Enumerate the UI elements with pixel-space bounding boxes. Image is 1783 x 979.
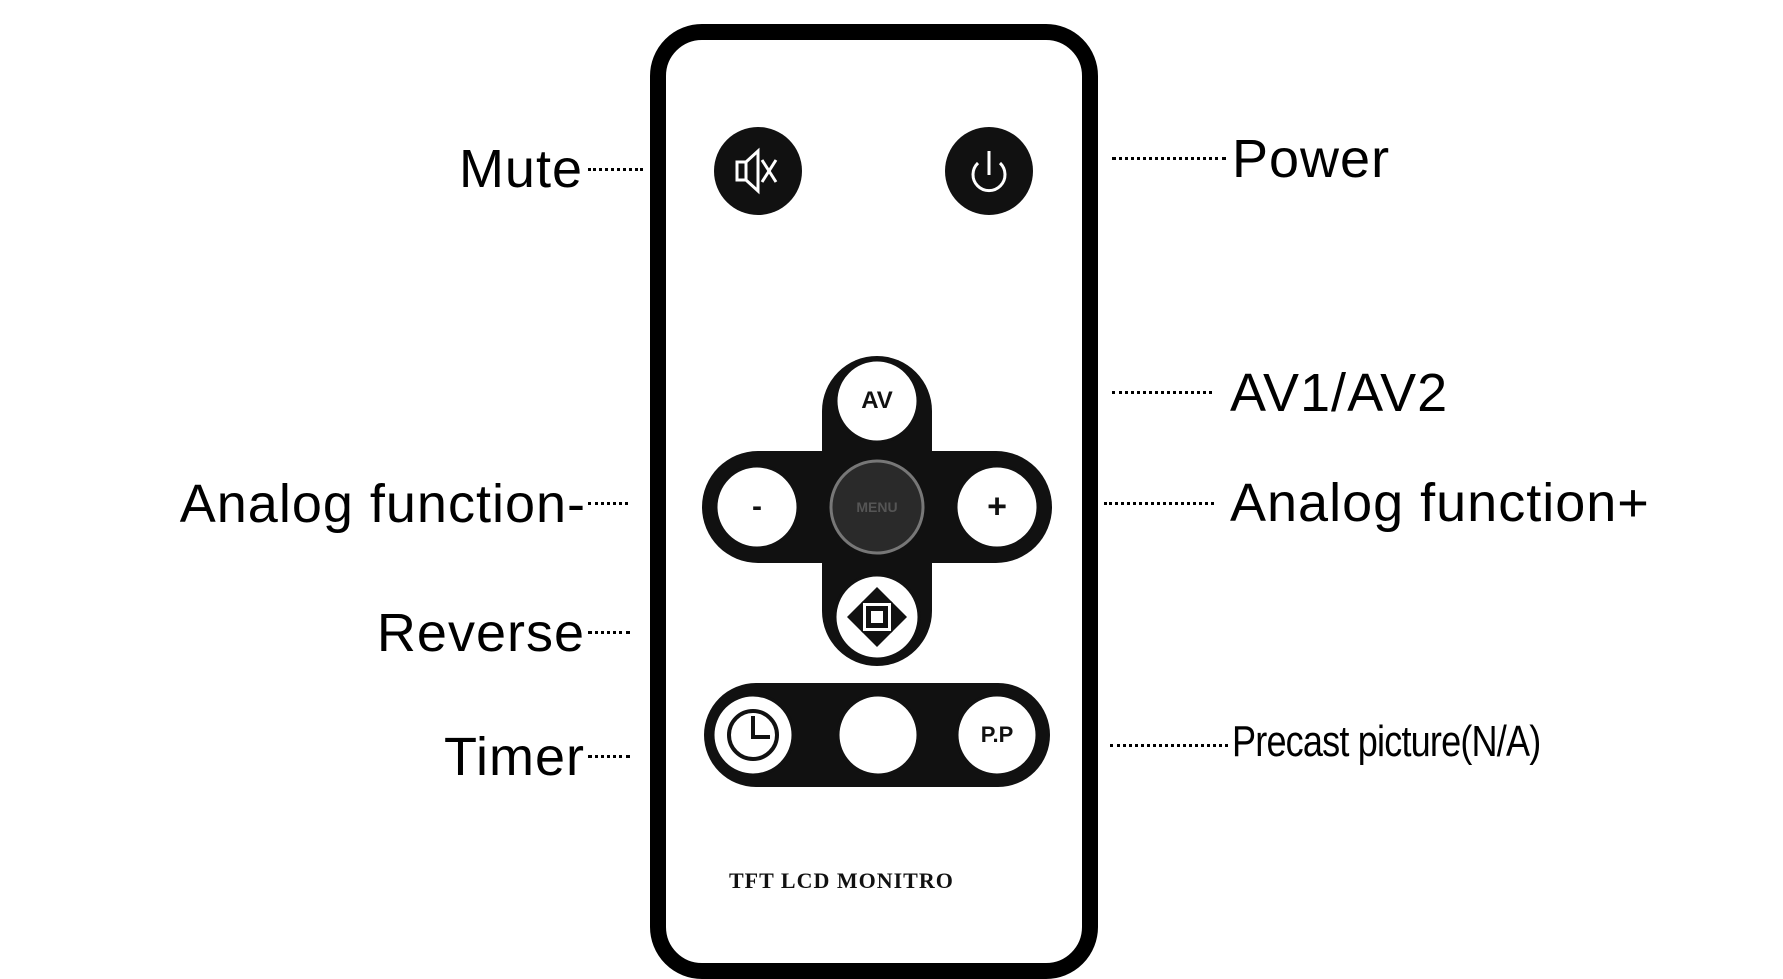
leader-analog-plus [1104, 502, 1214, 505]
power-icon [971, 151, 1007, 193]
plus-button-label: + [987, 487, 1007, 526]
leader-power [1112, 157, 1226, 160]
leader-analog-minus [588, 502, 628, 505]
av-button[interactable] [834, 358, 920, 444]
reverse-button[interactable] [833, 573, 921, 661]
av-button-label: AV [861, 387, 893, 414]
leader-precast [1110, 744, 1228, 747]
mute-button[interactable] [714, 127, 802, 215]
power-button[interactable] [945, 127, 1033, 215]
callout-precast: Precast picture(N/A) [1232, 717, 1541, 766]
leader-timer [588, 755, 630, 758]
leader-av [1112, 391, 1212, 394]
leader-mute [588, 168, 643, 171]
model-label: TFT LCD MONITRO [729, 868, 954, 893]
menu-button[interactable] [829, 459, 925, 555]
blank-button[interactable] [836, 693, 920, 777]
callout-reverse: Reverse [376, 603, 585, 663]
callout-mute: Mute [458, 139, 583, 199]
pp-button-label: P.P [980, 722, 1014, 747]
timer-button[interactable] [711, 693, 795, 777]
callout-timer: Timer [444, 727, 585, 787]
menu-button-label: MENU [856, 499, 898, 515]
plus-button[interactable] [954, 464, 1040, 550]
leader-reverse [588, 631, 630, 634]
callout-power: Power [1232, 129, 1391, 189]
callout-av: AV1/AV2 [1230, 363, 1449, 423]
four-way-arrows-icon [847, 587, 907, 647]
callout-analog-minus: Analog function- [179, 474, 586, 534]
minus-button[interactable] [714, 464, 800, 550]
clock-icon [727, 709, 779, 761]
pp-button[interactable] [955, 693, 1039, 777]
callout-analog-plus: Analog function+ [1230, 473, 1650, 533]
speaker-mute-icon [735, 147, 778, 195]
minus-button-label: - [752, 490, 762, 523]
